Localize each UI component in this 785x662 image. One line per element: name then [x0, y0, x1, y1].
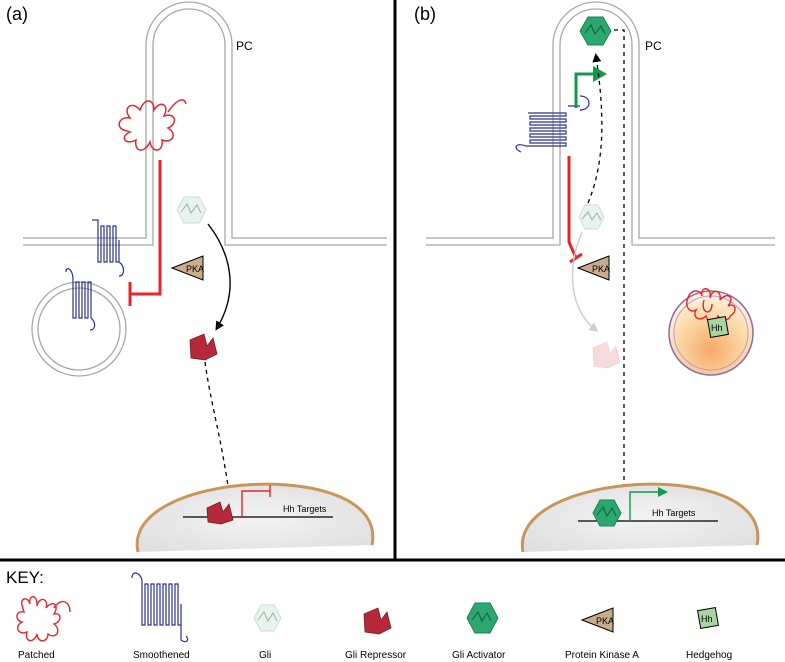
key-label-patched: Patched — [18, 650, 55, 661]
cell-membrane-a — [23, 1, 387, 246]
gli-activator-bound-b — [592, 499, 622, 527]
activation-arrow-b — [574, 72, 595, 108]
translocation-arrow-a — [204, 361, 234, 503]
gli-repressor-faded-b — [592, 341, 621, 369]
panel-b-label: (b) — [414, 4, 436, 24]
cell-membrane-b — [426, 1, 775, 246]
pka-kinase-a: PKA — [170, 255, 204, 281]
primary-cilium-label-a: PC — [236, 39, 253, 53]
panel-b: (b) PC PKA — [414, 1, 775, 553]
inhibition-line-b — [567, 156, 583, 264]
pka-label-a: PKA — [186, 264, 204, 274]
gli-protein-b — [578, 204, 605, 230]
pka-icon: PKA — [580, 607, 614, 633]
smoothened-icon — [131, 572, 189, 643]
key-label-pka: Protein Kinase A — [565, 650, 639, 661]
key-label-gli-repressor: Gli Repressor — [345, 650, 407, 661]
translocation-arrow-b — [614, 29, 629, 503]
patched-icon — [16, 596, 71, 642]
panel-a-label: (a) — [6, 4, 28, 24]
smoothened-vesicle-a — [65, 268, 96, 331]
nucleus-a: Hh Targets — [135, 482, 375, 553]
gli-repressor-icon — [363, 607, 392, 635]
panel-a: (a) PC PKA — [6, 1, 387, 553]
active-transcription-arrowhead-b — [658, 487, 668, 497]
key-label-hedgehog: Hedgehog — [686, 650, 732, 661]
smoothened-active-b — [515, 95, 590, 153]
processing-arrow-faded-b — [571, 231, 599, 332]
hedgehog-icon-label: Hh — [701, 614, 713, 624]
patched-receptor-a — [118, 99, 187, 151]
gli-repressor-a — [189, 333, 218, 361]
smoothened-membrane-a — [92, 219, 125, 277]
key-label-smoothened: Smoothened — [133, 650, 190, 661]
gli-protein-a — [176, 196, 207, 224]
processing-arrow-a — [207, 223, 231, 331]
vesicle-b: Hh — [668, 288, 754, 376]
pka-icon-label: PKA — [596, 616, 614, 626]
key-label-gli: Gli — [259, 650, 271, 661]
pka-kinase-b: PKA — [576, 255, 610, 281]
gli-activator-icon — [466, 602, 499, 634]
gli-activator-tip-b — [579, 16, 612, 46]
active-transcription-arrow-b — [629, 491, 660, 521]
hedgehog-ligand-b: Hh — [706, 315, 730, 339]
key-title: KEY: — [6, 568, 44, 587]
nucleus-b: Hh Targets — [521, 482, 760, 553]
gli-transport-arrow-b — [587, 53, 603, 204]
hh-label-b: Hh — [711, 323, 723, 333]
inhibition-line-a — [128, 160, 162, 306]
hh-targets-label-a: Hh Targets — [283, 504, 327, 514]
hedgehog-icon: Hh — [696, 606, 720, 630]
gli-repressor-bound-a — [206, 501, 234, 525]
pka-label-b: PKA — [592, 264, 610, 274]
key-label-gli-activator: Gli Activator — [452, 650, 506, 661]
activation-arrowhead-b — [593, 66, 607, 82]
hh-targets-label-b: Hh Targets — [652, 508, 696, 518]
key-legend: KEY: Patched Smoothened Gli Gli Represso… — [6, 568, 732, 661]
gli-icon — [253, 604, 282, 632]
blocked-transcription-a — [241, 485, 271, 517]
primary-cilium-label-b: PC — [645, 39, 662, 53]
